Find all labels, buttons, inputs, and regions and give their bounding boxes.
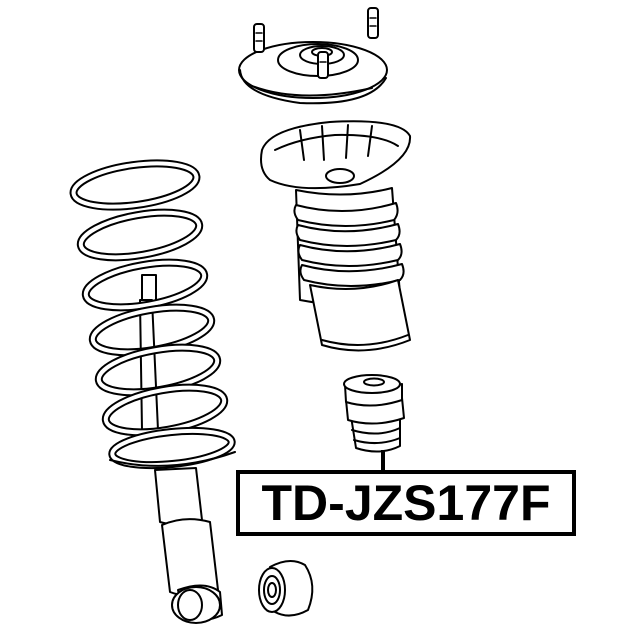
strut-mount-icon xyxy=(238,7,388,105)
part-number-label: TD-JZS177F xyxy=(236,470,576,536)
bushing-icon xyxy=(258,560,314,617)
coil-spring-icon xyxy=(69,159,236,470)
dust-boot-icon xyxy=(260,120,412,352)
part-number-text: TD-JZS177F xyxy=(261,475,551,531)
leader-line xyxy=(381,450,385,471)
shock-absorber-icon xyxy=(139,274,223,624)
bump-stop-icon xyxy=(343,374,405,453)
